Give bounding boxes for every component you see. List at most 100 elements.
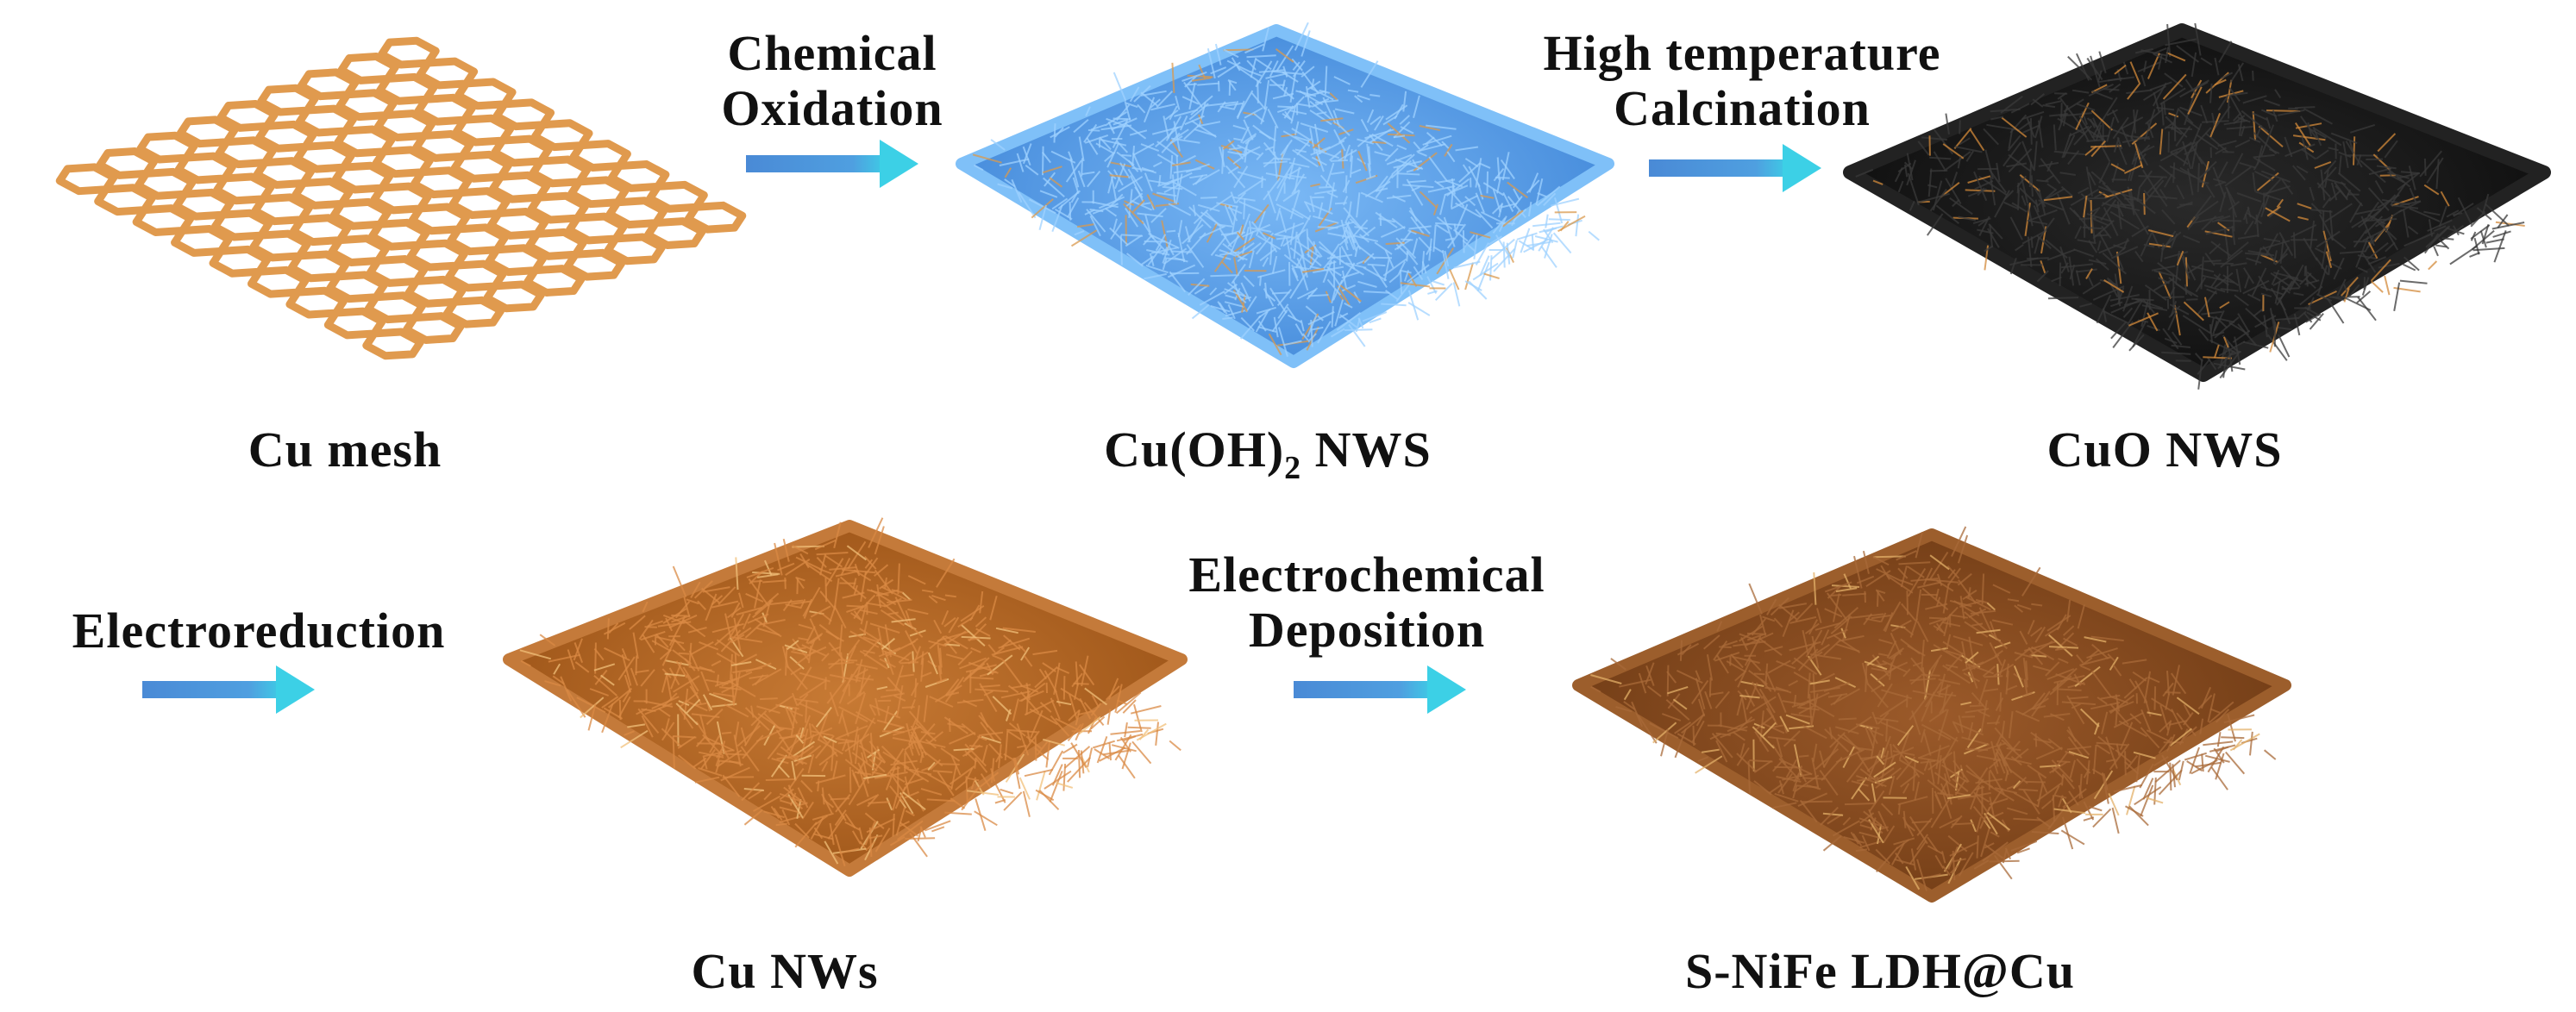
nanowire-stroke <box>733 734 742 767</box>
nanowire-stroke <box>2201 310 2222 315</box>
nanowire-stroke <box>2163 173 2173 188</box>
nanowire-stroke <box>1309 195 1315 213</box>
nanowire-stroke <box>2122 61 2129 75</box>
nanowire-stroke <box>1091 695 1100 709</box>
nanowire-stroke <box>1115 691 1142 715</box>
nanowire-stroke <box>1084 134 1109 144</box>
nanowire-stroke <box>1965 708 1990 714</box>
nanowire-stroke <box>2095 124 2103 141</box>
nanowire-stroke <box>1954 791 1975 798</box>
nanowire-stroke <box>1935 579 1954 592</box>
nanowire-stroke <box>1255 58 1272 71</box>
nanowire-stroke <box>1672 698 1688 710</box>
nanowire-stroke <box>950 797 966 809</box>
nanowire-stroke <box>1453 223 1457 235</box>
nanowire-stroke <box>1511 210 1520 227</box>
nanowire-stroke <box>2138 175 2167 178</box>
nanowire-stroke <box>1619 678 1652 688</box>
nanowire-stroke <box>1861 834 1871 852</box>
nanowire-stroke <box>1210 305 1231 313</box>
nanowire-stroke <box>668 667 680 685</box>
nanowire-stroke <box>1917 581 1941 589</box>
nanowire-stroke <box>1850 613 1884 619</box>
nanowire-stroke <box>1995 752 2006 774</box>
nanowire-stroke <box>724 703 749 718</box>
nanowire-stroke <box>1994 190 2010 218</box>
nanowire-stroke <box>2098 240 2130 254</box>
nanowire-stroke <box>661 639 676 666</box>
nanowire-stroke <box>2069 264 2076 280</box>
nanowire-stroke <box>1970 609 1996 615</box>
mesh-cell <box>402 312 465 344</box>
nanowire-stroke <box>1301 71 1319 95</box>
nanowire-stroke <box>1929 659 1940 677</box>
nanowire-stroke <box>2060 103 2063 123</box>
nanowire-stroke <box>990 768 996 782</box>
nanowire-stroke <box>2391 204 2419 209</box>
nanowire-stroke <box>2186 264 2203 275</box>
nanowire-stroke <box>2134 47 2153 54</box>
nanowire-stroke <box>2479 230 2487 248</box>
nanowire-stroke <box>1197 114 1204 125</box>
nanowire-stroke <box>2082 657 2093 665</box>
nanowire-stroke <box>2082 281 2102 295</box>
nanowire-stroke <box>1880 747 1885 759</box>
nanowire-stroke <box>1183 124 1200 141</box>
nanowire-stroke <box>2166 23 2172 58</box>
nanowire-stroke <box>917 723 936 744</box>
nanowire-stroke <box>2208 701 2234 724</box>
nanowire-stroke <box>2232 112 2242 122</box>
nanowire-stroke <box>2491 222 2525 230</box>
nanowire-stroke <box>552 675 565 685</box>
nanowire-stroke <box>1048 750 1064 776</box>
nanowire-stroke <box>1269 236 1274 265</box>
nanowire-stroke <box>1902 783 1910 794</box>
nanowire-stroke <box>2379 174 2396 177</box>
nanowire-stroke <box>1910 848 1917 871</box>
nanowire-stroke <box>1374 115 1384 131</box>
nanowire-stroke <box>1190 95 1213 116</box>
nanowire-stroke <box>784 577 787 590</box>
nanowire-stroke <box>1946 649 1962 657</box>
nanowire-stroke <box>1174 109 1199 117</box>
nanowire-stroke <box>937 665 943 682</box>
nanowire-stroke <box>1534 235 1558 243</box>
nanowire-stroke <box>2124 760 2140 775</box>
nanowire-stroke <box>1793 694 1797 706</box>
nanowire-stroke <box>1078 664 1095 686</box>
nanowire-stroke <box>1356 192 1361 218</box>
nanowire-stroke <box>2134 786 2162 806</box>
nanowire-stroke <box>881 692 905 698</box>
nanowire-stroke <box>846 690 866 705</box>
nanowire-stroke <box>1941 851 1946 864</box>
nanowire-stroke <box>1877 824 1883 845</box>
nanowire-stroke <box>1210 274 1239 278</box>
nanowire-stroke <box>1043 738 1065 747</box>
nanowire-stroke <box>651 696 680 710</box>
arrow-electrochemical-deposition <box>1294 665 1466 714</box>
nanowire-stroke <box>1911 821 1931 824</box>
nanowire-stroke <box>1880 722 1909 735</box>
nanowire-stroke <box>1957 156 1962 169</box>
nanowire-stroke <box>1981 573 1985 605</box>
nanowire-stroke <box>673 675 700 693</box>
nanowire-stroke <box>1125 192 1144 208</box>
nanowire-stroke <box>1419 125 1441 131</box>
nanowire-stroke <box>1865 663 1868 692</box>
nanowire-stroke <box>1305 85 1311 109</box>
nanowire-stroke <box>1496 157 1501 180</box>
nanowire-stroke <box>1439 194 1446 216</box>
nanowire-stroke <box>1044 770 1072 790</box>
nanowire-stroke <box>2231 153 2244 175</box>
nanowire-stroke <box>1865 570 1891 588</box>
nanowire-stroke <box>2207 315 2235 323</box>
nanowire-stroke <box>601 696 619 709</box>
nanowire-stroke <box>899 821 910 828</box>
nanowire-stroke <box>1552 232 1572 254</box>
nanowire-stroke <box>1543 192 1557 206</box>
nanowire-stroke <box>1445 237 1455 241</box>
nanowire-stroke <box>2090 635 2124 642</box>
nanowire-stroke <box>874 564 889 577</box>
nanowire-stroke <box>1980 700 1988 733</box>
nanowire-stroke <box>2139 153 2147 162</box>
